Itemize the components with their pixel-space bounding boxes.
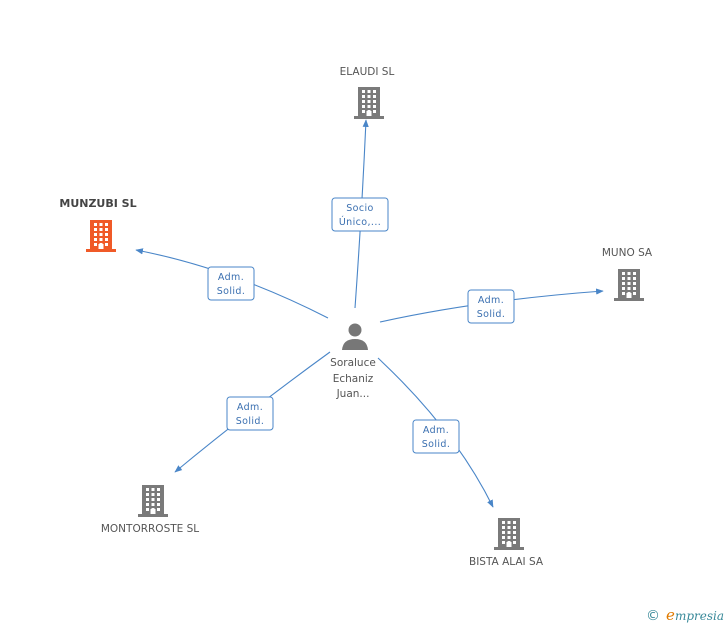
relation-text: Solid. [217, 286, 246, 297]
relation-text: Único,... [339, 216, 381, 228]
company-name-montorroste[interactable]: MONTORROSTE SL [101, 523, 199, 535]
person-icon[interactable] [342, 323, 368, 351]
brand-name: mpresia [674, 609, 724, 623]
relation-text: Solid. [236, 416, 265, 427]
relation-label-munzubi[interactable]: Adm. Solid. [207, 266, 255, 301]
person-name-line[interactable]: Echaniz [333, 373, 374, 385]
person-name-line[interactable]: Juan... [336, 388, 370, 400]
relation-label-montorroste[interactable]: Adm. Solid. [226, 396, 274, 431]
relation-text: Solid. [422, 439, 451, 450]
company-name-bista[interactable]: BISTA ALAI SA [469, 556, 544, 568]
brand-logo: © empresia [646, 606, 724, 624]
relation-text: Solid. [477, 309, 506, 320]
building-icon-montorroste[interactable] [138, 485, 168, 517]
company-name-elaudi[interactable]: ELAUDI SL [340, 66, 395, 78]
building-icon-munzubi[interactable] [86, 220, 116, 252]
relation-text: Adm. [478, 295, 504, 306]
relation-label-elaudi[interactable]: SocioÚnico,... [331, 197, 389, 232]
building-icon-elaudi[interactable] [354, 87, 384, 119]
copyright-icon: © [646, 608, 661, 624]
brand-e: e [666, 606, 675, 624]
relation-text: Socio [346, 203, 374, 214]
building-icon-muno[interactable] [614, 269, 644, 301]
relation-text: Adm. [237, 402, 263, 413]
company-name-munzubi[interactable]: MUNZUBI SL [59, 197, 136, 210]
relation-text: Adm. [423, 425, 449, 436]
relation-label-muno[interactable]: Adm. Solid. [467, 289, 515, 324]
relation-text: Adm. [218, 272, 244, 283]
person-name-line[interactable]: Soraluce [330, 357, 376, 369]
relation-label-bista[interactable]: Adm. Solid. [412, 419, 460, 454]
building-icon-bista[interactable] [494, 518, 524, 550]
company-name-muno[interactable]: MUNO SA [602, 247, 653, 259]
